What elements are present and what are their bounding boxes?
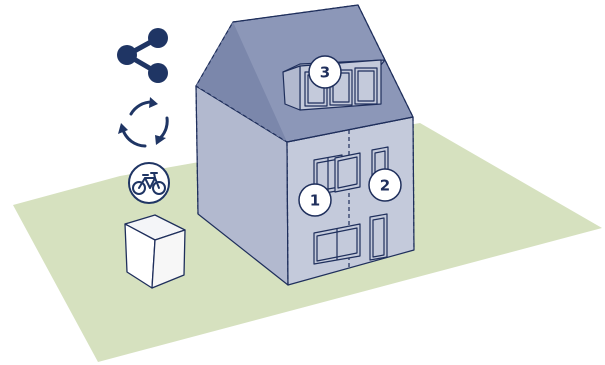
bicycle-icon bbox=[128, 162, 170, 204]
unit-badge-2-label: 2 bbox=[380, 177, 390, 195]
unit-badge-1-label: 1 bbox=[310, 192, 320, 210]
unit-badge-3-label: 3 bbox=[320, 64, 330, 82]
share-icon bbox=[117, 28, 168, 83]
facade-windows bbox=[313, 146, 389, 265]
storage-box-icon bbox=[124, 214, 186, 289]
dormer-side bbox=[282, 65, 301, 111]
house bbox=[195, 4, 415, 286]
house-roof-shade bbox=[196, 22, 287, 142]
cycle-arrows-icon bbox=[118, 97, 169, 148]
unit-badge-2: 2 bbox=[368, 168, 402, 202]
unit-division-lines bbox=[195, 4, 415, 286]
unit-badge-1: 1 bbox=[298, 183, 332, 217]
unit-badge-3: 3 bbox=[308, 55, 342, 89]
